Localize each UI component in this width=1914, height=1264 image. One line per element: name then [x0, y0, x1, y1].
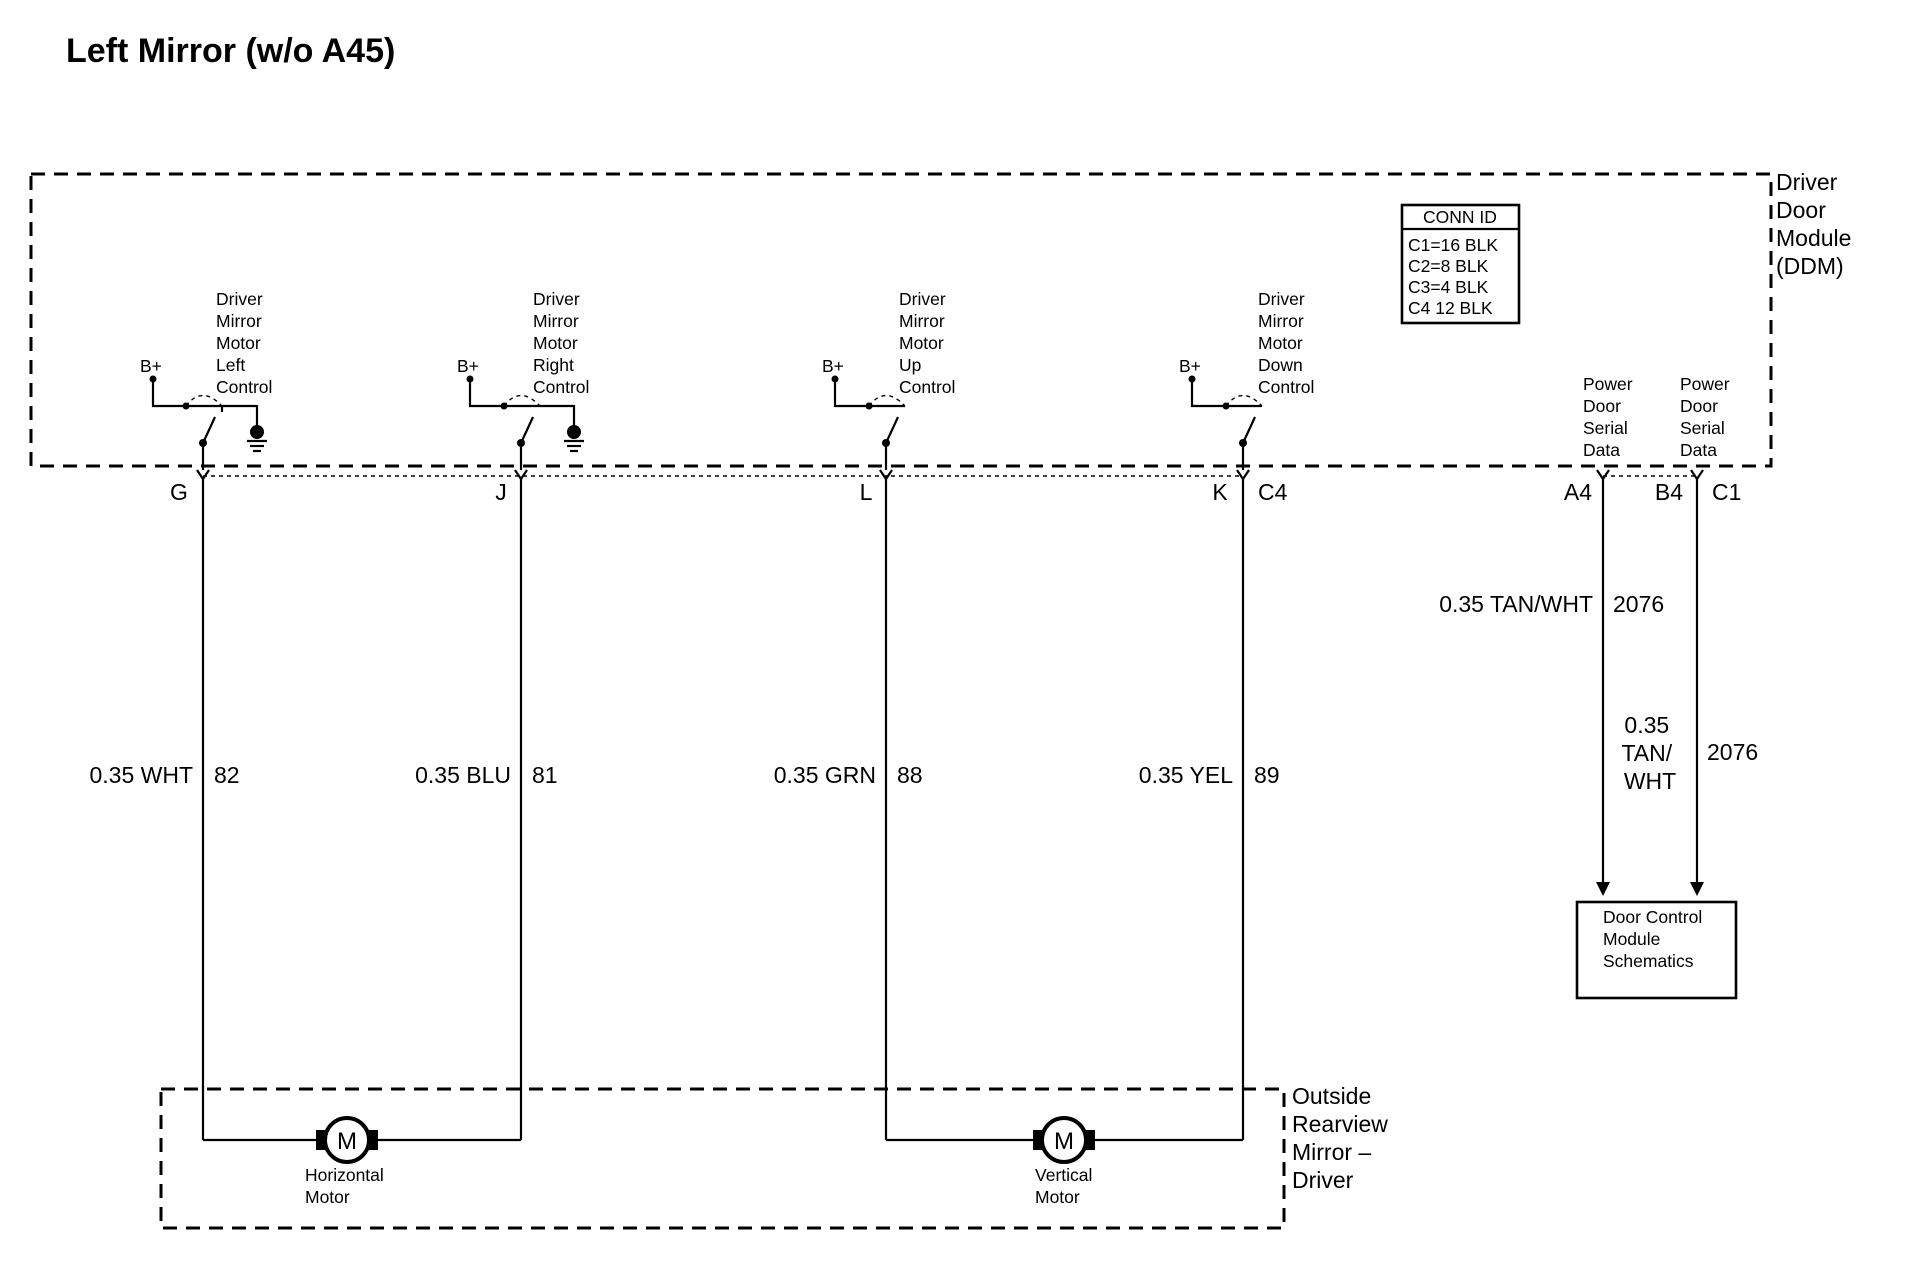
pin-label-a4: A4: [1564, 479, 1592, 505]
mirror-boundary: [159, 1087, 1286, 1230]
vertical-motor: M Vertical Motor: [886, 1116, 1243, 1207]
b-plus-label: B+: [822, 356, 844, 376]
serial-data-label: Power Door Serial Data: [1680, 374, 1734, 460]
conn-id-row: C1=16 BLK: [1408, 235, 1498, 255]
wire-circuit-number: 2076: [1613, 591, 1664, 617]
wire-circuit-number: 2076: [1707, 739, 1758, 765]
switch-left-control: B+ Driver Mirror Motor Left Control: [140, 289, 272, 470]
b-plus-label: B+: [457, 356, 479, 376]
wire-gauge-color: 0.35 BLU: [415, 762, 511, 788]
wire-gauge-color: 0.35 TAN/WHT: [1439, 591, 1593, 617]
wire-gauge-color: 0.35 GRN: [774, 762, 876, 788]
conn-id-row: C4 12 BLK: [1408, 298, 1493, 318]
switch-up-control: B+ Driver Mirror Motor Up Control: [822, 289, 955, 470]
b-plus-label: B+: [140, 356, 162, 376]
dcm-schematics-label: Door Control Module Schematics: [1603, 907, 1707, 971]
diagram-title: Left Mirror (w/o A45): [66, 32, 395, 70]
connector-c4-label: C4: [1258, 479, 1288, 505]
pin-label-b4: B4: [1655, 479, 1683, 505]
ddm-label: Driver Door Module (DDM): [1776, 169, 1858, 279]
wire-circuit-number: 82: [214, 762, 240, 788]
conn-id-header: CONN ID: [1423, 207, 1497, 227]
motor-symbol: M: [1054, 1128, 1074, 1155]
switch-right-control: B+ Driver Mirror Motor Right Control: [457, 289, 589, 470]
wire-circuit-number: 81: [532, 762, 558, 788]
pin-symbols: [196, 469, 1704, 481]
motor-icon: [323, 1116, 371, 1164]
conn-id-row: C3=4 BLK: [1408, 277, 1489, 297]
switch-label: Driver Mirror Motor Down Control: [1258, 289, 1314, 397]
motor-icon: [1040, 1116, 1088, 1164]
mirror-label: Outside Rearview Mirror – Driver: [1292, 1083, 1394, 1193]
switch-label: Driver Mirror Motor Up Control: [899, 289, 955, 397]
pin-label-l: L: [860, 479, 873, 505]
arrow-down-icon: [1596, 882, 1610, 896]
wire-circuit-number: 88: [897, 762, 923, 788]
wire-gauge-color: 0.35 TAN/ WHT: [1621, 712, 1678, 794]
b-plus-label: B+: [1179, 356, 1201, 376]
switch-down-control: B+ Driver Mirror Motor Down Control: [1179, 289, 1314, 470]
wire-circuit-number: 89: [1254, 762, 1280, 788]
pin-label-k: K: [1212, 479, 1228, 505]
dcm-schematics-box: [1575, 900, 1738, 1000]
motor-symbol: M: [337, 1128, 357, 1155]
switch-label: Driver Mirror Motor Right Control: [533, 289, 589, 397]
wire-gauge-color: 0.35 YEL: [1139, 762, 1233, 788]
serial-data-label: Power Door Serial Data: [1583, 374, 1637, 460]
conn-id-row: C2=8 BLK: [1408, 256, 1489, 276]
connector-c1-label: C1: [1712, 479, 1741, 505]
horizontal-motor: M Horizontal Motor: [203, 1116, 521, 1207]
arrow-down-icon: [1690, 882, 1704, 896]
pin-label-g: G: [170, 479, 188, 505]
pin-label-j: J: [495, 479, 507, 505]
motor-label: Vertical Motor: [1035, 1165, 1097, 1207]
motor-label: Horizontal Motor: [305, 1165, 389, 1207]
conn-id-table: CONN ID C1=16 BLK C2=8 BLK C3=4 BLK C4 1…: [1400, 203, 1521, 325]
switch-label: Driver Mirror Motor Left Control: [216, 289, 272, 397]
ddm-boundary: [29, 172, 1773, 468]
wire-gauge-color: 0.35 WHT: [89, 762, 193, 788]
